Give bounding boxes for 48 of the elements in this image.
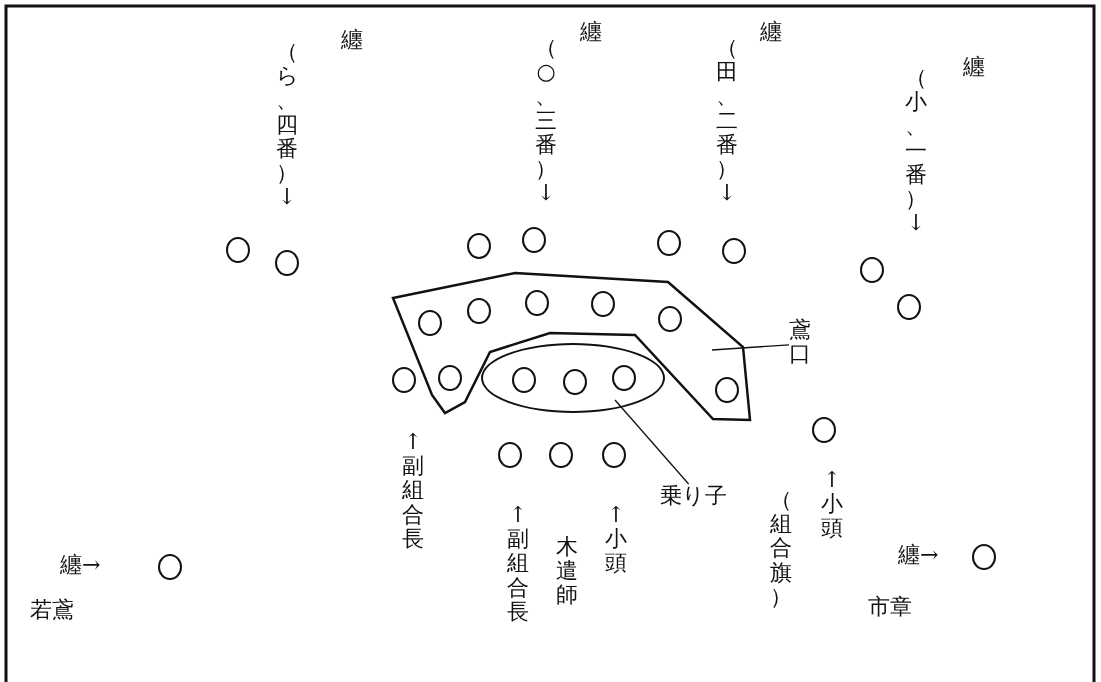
circle-marker (549, 442, 573, 468)
circle-marker (418, 310, 442, 336)
text-label: 纏 (341, 28, 363, 53)
text-label: （ら、四番）↓ (276, 40, 298, 210)
circle-marker (498, 442, 522, 468)
circle-marker (522, 227, 546, 253)
circle-marker (226, 237, 250, 263)
circle-marker (657, 230, 681, 256)
circle-marker (972, 544, 996, 570)
circle-marker (602, 442, 626, 468)
circle-marker (512, 367, 536, 393)
circle-marker (563, 369, 587, 395)
circle-marker (467, 233, 491, 259)
circle-marker (275, 250, 299, 276)
text-label: （小、一番）↓ (905, 66, 927, 236)
text-label: ↑小頭 (821, 468, 843, 541)
text-label: （組合旗） (770, 488, 792, 609)
circle-marker (467, 298, 491, 324)
text-label: 纏 (580, 20, 602, 45)
text-label: 纏 (963, 55, 985, 80)
leader-line (614, 399, 690, 485)
circle-marker (715, 377, 739, 403)
text-label: 鳶口 (789, 318, 811, 370)
circle-marker (612, 365, 636, 391)
circle-marker (392, 367, 416, 393)
text-label: 乗り子 (660, 484, 740, 510)
circle-marker (658, 306, 682, 332)
text-label: 木遣師 (556, 535, 578, 608)
circle-marker (525, 290, 549, 316)
leader-line (711, 344, 790, 351)
circle-marker (722, 238, 746, 264)
circle-marker (860, 257, 884, 283)
text-label: 若鳶 (30, 598, 74, 623)
circle-marker (438, 365, 462, 391)
text-label: ↑副組合長 (507, 503, 529, 624)
text-label: （田、二番）↓ (716, 36, 738, 206)
circle-marker (591, 291, 615, 317)
ellipse-outline (481, 343, 665, 413)
circle-marker (812, 417, 836, 443)
circle-marker (158, 554, 182, 580)
text-label: ↑副組合長 (402, 430, 424, 551)
text-label: （○、三番）↓ (535, 36, 557, 206)
text-label: ↑小頭 (605, 503, 627, 576)
text-label: 市章 (868, 595, 912, 620)
text-label: 纏→ (60, 553, 101, 578)
text-label: 纏→ (898, 543, 939, 568)
text-label: 纏 (760, 20, 782, 45)
circle-marker (897, 294, 921, 320)
